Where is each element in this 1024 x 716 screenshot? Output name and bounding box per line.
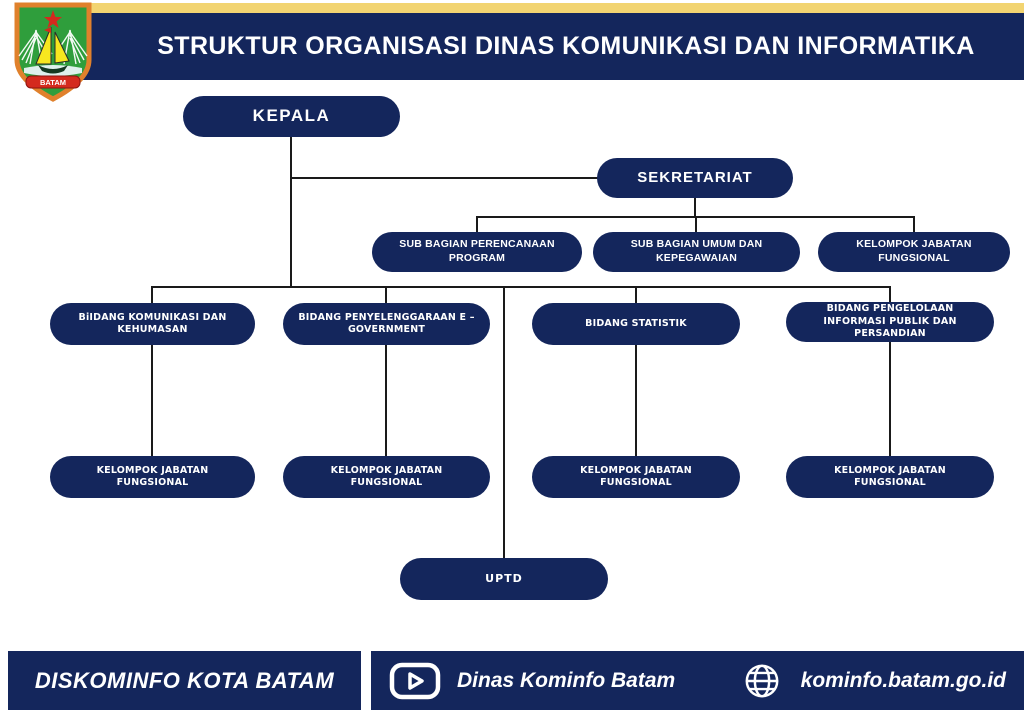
- footer-website-url: kominfo.batam.go.id: [800, 668, 1006, 692]
- org-node-kelompok-jabatan-fungsional-4: KELOMPOK JABATAN FUNGSIONAL: [786, 456, 994, 498]
- sail: [54, 31, 70, 64]
- gold-accent-strip: [70, 3, 1024, 13]
- org-node-kelompok-jabatan-fungsional-sekretariat: KELOMPOK JABATAN FUNGSIONAL: [818, 232, 1010, 272]
- logo-banner-text: BATAM: [40, 78, 66, 87]
- bridge-icon: [18, 29, 88, 65]
- sail: [35, 26, 52, 65]
- org-node-uptd: UPTD: [400, 558, 608, 600]
- org-node-sub-bagian-umum-kepegawaian: SUB BAGIAN UMUM DAN KEPEGAWAIAN: [593, 232, 800, 272]
- pennant: [44, 27, 51, 33]
- org-node-kepala: KEPALA: [183, 96, 400, 137]
- org-node-kelompok-jabatan-fungsional-2: KELOMPOK JABATAN FUNGSIONAL: [283, 456, 490, 498]
- connector-bidang3-drop: [635, 286, 637, 457]
- boat-hull: [38, 65, 68, 74]
- footer-contact-bar: Dinas Kominfo Batam kominfo.batam.go.id: [371, 651, 1024, 710]
- footer-agency-bar: DISKOMINFO KOTA BATAM: [8, 651, 361, 710]
- org-node-sekretariat: SEKRETARIAT: [597, 158, 793, 198]
- connector-sub1-drop: [476, 216, 478, 233]
- header-bar: STRUKTUR ORGANISASI DINAS KOMUNIKASI DAN…: [70, 13, 1024, 80]
- connector-bidang4-drop: [889, 286, 891, 457]
- connector-kepala-down: [290, 137, 292, 287]
- connector-sub3-drop: [913, 216, 915, 233]
- connector-sub2-drop: [695, 216, 697, 233]
- org-node-bidang-komunikasi-kehumasan: BiIDANG KOMUNIKASI DAN KEHUMASAN: [50, 303, 255, 345]
- connector-sekretariat-down: [694, 198, 696, 218]
- connector-bidang2-drop: [385, 286, 387, 457]
- footer-agency-name: DISKOMINFO KOTA BATAM: [34, 667, 335, 693]
- connector-kepala-sekretariat: [290, 177, 598, 179]
- org-node-bidang-statistik: BIDANG STATISTIK: [532, 303, 740, 345]
- youtube-play-icon: [389, 662, 441, 700]
- org-node-kelompok-jabatan-fungsional-3: KELOMPOK JABATAN FUNGSIONAL: [532, 456, 740, 498]
- org-node-bidang-e-government: BIDANG PENYELENGGARAAN E – GOVERNMENT: [283, 303, 490, 345]
- connector-bidang1-drop: [151, 286, 153, 457]
- org-node-sub-bagian-perencanaan-program: SUB BAGIAN PERENCANAAN PROGRAM: [372, 232, 582, 272]
- org-node-bidang-pengelolaan-informasi: BIDANG PENGELOLAAN INFORMASI PUBLIK DAN …: [786, 302, 994, 342]
- page-title: STRUKTUR ORGANISASI DINAS KOMUNIKASI DAN…: [157, 32, 975, 60]
- batam-city-emblem-logo: BATAM: [14, 2, 92, 102]
- globe-icon: [743, 662, 781, 700]
- org-node-kelompok-jabatan-fungsional-1: KELOMPOK JABATAN FUNGSIONAL: [50, 456, 255, 498]
- connector-uptd-drop: [503, 286, 505, 559]
- connector-main-horizontal: [151, 286, 891, 288]
- star-icon: [44, 10, 62, 28]
- youtube-channel-label: Dinas Kominfo Batam: [457, 668, 676, 692]
